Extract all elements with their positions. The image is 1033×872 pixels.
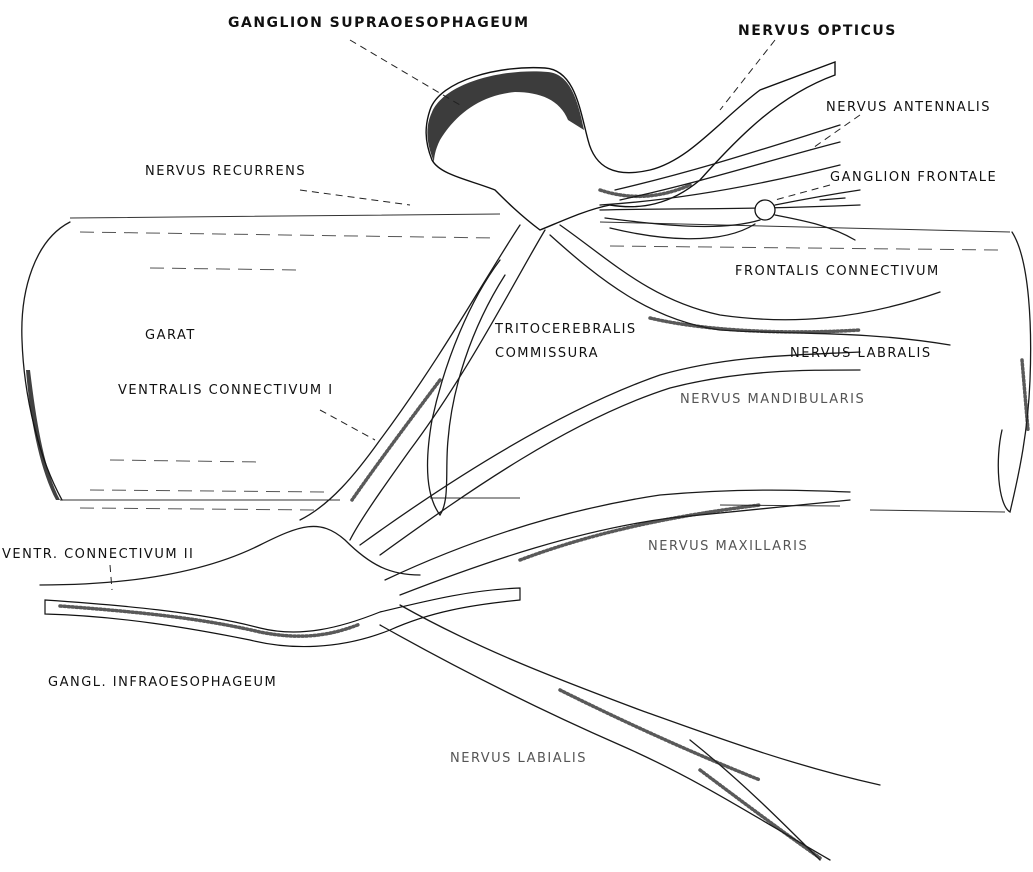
leader-ganglion-frontale xyxy=(775,185,830,200)
labialis-lower xyxy=(380,625,830,860)
label-nervus-mandibularis: NERVUS MANDIBULARIS xyxy=(680,392,865,407)
label-nervus-labialis: NERVUS LABIALIS xyxy=(450,751,587,766)
infraoesophageal-lower-edge xyxy=(45,588,520,647)
gut-right-wall-shading xyxy=(1022,360,1028,430)
ganglion-frontale-node xyxy=(755,200,775,220)
ganglion-frontale-branches xyxy=(775,190,860,240)
label-nervus-labralis: NERVUS LABRALIS xyxy=(790,346,932,361)
labralis-shading xyxy=(650,318,860,332)
gut-right-wall xyxy=(998,232,1030,512)
gut-lower-dash xyxy=(110,460,260,462)
label-frontalis-connectivum: FRONTALIS CONNECTIVUM xyxy=(735,264,940,279)
maxillaris-upper xyxy=(385,490,850,580)
label-gangl-infraoesophageum: GANGL. INFRAOESOPHAGEUM xyxy=(48,675,277,690)
label-nervus-recurrens: NERVUS RECURRENS xyxy=(145,164,306,179)
gut-left-wall xyxy=(22,222,70,500)
connectives xyxy=(300,225,545,540)
leader-ventr-connectivum-2 xyxy=(110,565,112,590)
label-commissura: COMMISSURA xyxy=(495,346,599,361)
label-nervus-opticus: NERVUS OPTICUS xyxy=(738,23,897,39)
label-ganglion-supraoesophageum: GANGLION SUPRAOESOPHAGEUM xyxy=(228,15,530,31)
ventralis-connectivum-1-right xyxy=(350,230,545,540)
leader-ganglion-supraoesophageum xyxy=(350,40,460,105)
label-ventr-connectivum-2: VENTR. CONNECTIVUM II xyxy=(2,547,194,562)
gut-inner-dash xyxy=(150,268,300,270)
leader-nervus-recurrens xyxy=(300,190,410,205)
ganglion-infraoesophageum-shape xyxy=(40,526,520,646)
label-nervus-antennalis: NERVUS ANTENNALIS xyxy=(826,100,991,115)
label-tritocerebralis: TRITOCEREBRALIS xyxy=(494,322,637,337)
label-nervus-maxillaris: NERVUS MAXILLARIS xyxy=(648,539,808,554)
gut-bottom-edge xyxy=(60,498,1005,512)
label-ventralis-connectivum-1: VENTRALIS CONNECTIVUM I xyxy=(118,383,334,398)
leader-ventralis-connectivum-1 xyxy=(320,410,375,440)
ventralis-connectivum-1-left xyxy=(300,225,520,520)
label-ganglion-frontale: GANGLION FRONTALE xyxy=(830,170,997,185)
gut-top-inner-dash xyxy=(80,232,1000,250)
labialis-shading xyxy=(560,690,760,780)
gut-tube xyxy=(22,214,1031,512)
labialis-branch-shading xyxy=(700,770,820,858)
label-garat: GARAT xyxy=(145,328,196,343)
gut-left-wall-shading xyxy=(26,370,60,500)
connectivum-shading xyxy=(352,380,440,500)
